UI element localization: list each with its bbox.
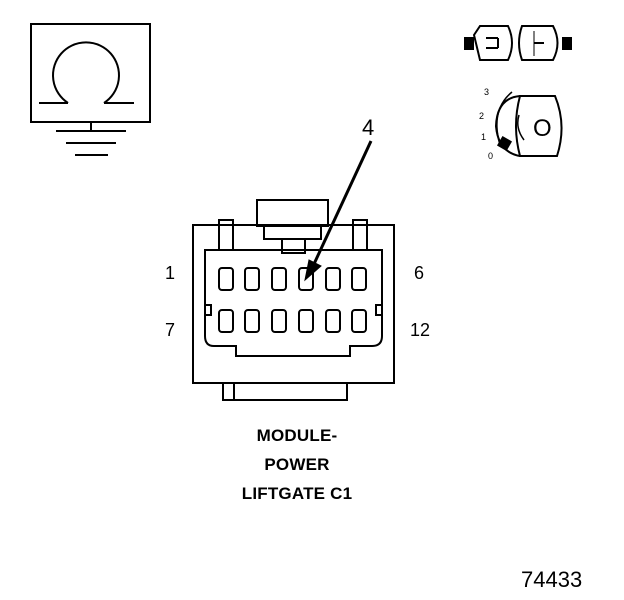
pin-label-7: 7 xyxy=(165,320,176,340)
pin-5 xyxy=(325,267,341,291)
title-line-2: POWER xyxy=(264,455,330,474)
pin-4 xyxy=(298,267,314,291)
pin-2 xyxy=(244,267,260,291)
figure-number: 74433 xyxy=(521,567,583,592)
pin-6 xyxy=(351,267,367,291)
callout-arrow xyxy=(304,140,373,282)
pin-9 xyxy=(271,309,287,333)
pin-label-1: 1 xyxy=(165,263,176,283)
pin-label-12: 12 xyxy=(410,320,431,340)
key-position-0: 0 xyxy=(488,151,494,161)
pin-cavities xyxy=(218,267,367,333)
connector-plug-icon xyxy=(464,25,572,61)
callout-label: 4 xyxy=(362,115,375,140)
pin-10 xyxy=(298,309,314,333)
key-position-2: 2 xyxy=(479,111,485,121)
ground-symbol-icon xyxy=(30,23,151,156)
pin-8 xyxy=(244,309,260,333)
connector-housing xyxy=(192,199,395,401)
title-line-1: MODULE- xyxy=(256,426,338,445)
pin-label-6: 6 xyxy=(414,263,425,283)
key-marking: O xyxy=(533,115,552,142)
pin-1 xyxy=(218,267,234,291)
ignition-key-icon xyxy=(494,91,563,157)
pin-3 xyxy=(271,267,287,291)
title-line-3: LIFTGATE C1 xyxy=(241,484,353,503)
pin-12 xyxy=(351,309,367,333)
pin-7 xyxy=(218,309,234,333)
key-position-1: 1 xyxy=(481,132,487,142)
pin-11 xyxy=(325,309,341,333)
key-position-3: 3 xyxy=(484,87,490,97)
